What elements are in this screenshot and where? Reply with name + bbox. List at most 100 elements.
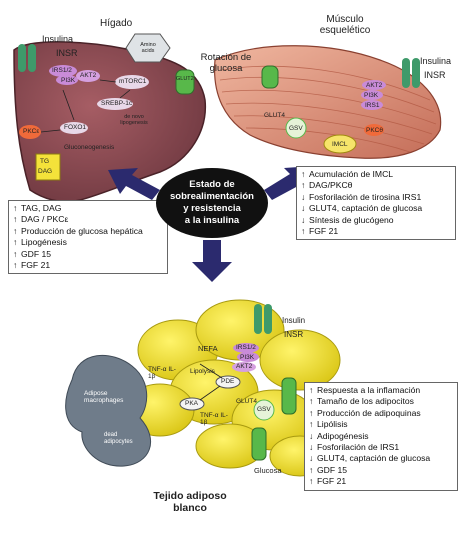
liver-srebp-label: SREBP-1c <box>101 100 133 107</box>
arrow-up-icon: ↑ <box>301 180 306 191</box>
center-line-2: sobrealimentación <box>170 191 254 202</box>
liver-akt-label: AKT2 <box>80 72 97 79</box>
adipose-effect-text: Lipólisis <box>317 419 348 430</box>
adipose-nefa-label: NEFA <box>198 344 218 353</box>
liver-tg-label: TG <box>40 158 50 165</box>
liver-effects-list: ↑TAG, DAG↑DAG / PKCε↑Producción de gluco… <box>13 203 163 271</box>
liver-effect-item: ↑Producción de glucosa hepática <box>13 226 163 237</box>
arrow-down-icon: ↓ <box>301 203 306 214</box>
adipose-effect-text: Producción de adipoquinas <box>317 407 421 418</box>
muscle-irs-node <box>361 100 383 110</box>
adipose-macrophages-label: Adipose macrophages <box>84 390 124 404</box>
liver-effect-text: DAG / PKCε <box>21 214 69 225</box>
liver-pi3k-node <box>56 75 78 85</box>
muscle-imcl-label: IMCL <box>332 141 348 148</box>
adipose-pi3k-node <box>237 352 259 362</box>
arrow-up-icon: ↑ <box>301 226 306 237</box>
arrow-to-adipose <box>192 240 232 282</box>
liver-title: Hígado <box>100 18 133 29</box>
adipose-effect-item: ↑FGF 21 <box>309 476 453 487</box>
adipose-pka-label: PKA <box>185 400 199 407</box>
liver-effect-text: TAG, DAG <box>21 203 62 213</box>
muscle-effect-text: Síntesis de glucógeno <box>309 214 394 225</box>
arrow-down-icon: ↓ <box>309 430 314 441</box>
liver-mtorc1-label: mTORC1 <box>119 78 147 85</box>
muscle-insulina-label: Insulina <box>420 56 452 66</box>
liver-effect-text: GDF 15 <box>21 248 52 259</box>
center-line-3: y resistencia <box>183 203 241 214</box>
adipose-akt-label: AKT2 <box>236 363 253 370</box>
adipose-gsv-vesicle <box>253 399 275 421</box>
adipose-glut4-label: GLUT4 <box>236 398 257 405</box>
muscle-effect-item: ↑DAG/PKCθ <box>301 180 451 191</box>
adipose-dead-label: dead adipocytes <box>104 432 133 445</box>
adipose-effect-item: ↑Lipólisis <box>309 419 453 430</box>
adipose-effect-item: ↑Producción de adipoquinas <box>309 408 453 419</box>
arrow-up-icon: ↑ <box>309 476 314 487</box>
adipose-title-line-2: blanco <box>173 502 207 514</box>
adipose-glut4-channel-1 <box>281 377 297 415</box>
arrow-up-icon: ↑ <box>13 237 18 248</box>
muscle-effect-item: ↓Síntesis de glucógeno <box>301 215 451 226</box>
muscle-insr-label: INSR <box>424 70 446 80</box>
muscle-glut4-channel <box>261 65 279 89</box>
muscle-effect-item: ↓GLUT4, captación de glucosa <box>301 203 451 214</box>
adipose-glut4-channel-2 <box>251 427 267 461</box>
muscle-title: Músculo esquelético <box>319 14 371 36</box>
muscle-imcl-droplet <box>323 134 357 154</box>
arrow-down-icon: ↓ <box>301 191 306 202</box>
arrow-up-icon: ↑ <box>13 214 18 225</box>
adipose-effect-text: FGF 21 <box>317 476 347 487</box>
adipose-effects-list: ↑Respuesta a la inflamación↑Tamaño de lo… <box>309 385 453 488</box>
adipose-pde-label: PDE <box>221 378 235 385</box>
arrow-up-icon: ↑ <box>301 169 306 179</box>
liver-tg-dag-box <box>35 153 61 181</box>
adipose-effect-item: ↑GDF 15 <box>309 465 453 476</box>
muscle-effects-box: ↑Acumulación de IMCL↑DAG/PKCθ↓Fosforilac… <box>296 166 456 241</box>
arrow-up-icon: ↑ <box>309 385 314 395</box>
liver-effect-text: FGF 21 <box>21 260 51 271</box>
muscle-effects-list: ↑Acumulación de IMCL↑DAG/PKCθ↓Fosforilac… <box>301 169 451 237</box>
arrow-up-icon: ↑ <box>309 464 314 475</box>
liver-irs-label: IRS1/2 <box>52 67 72 74</box>
adipose-lipolysis-label: Lipolysis <box>190 368 215 375</box>
liver-effect-item: ↑TAG, DAG <box>13 203 163 214</box>
liver-effect-text: Lipogénesis <box>21 237 67 248</box>
adipose-title-line-1: Tejido adiposo <box>153 490 227 502</box>
macrophage-shape <box>65 354 151 467</box>
muscle-pkc-node <box>364 124 384 136</box>
muscle-insr-receptor <box>402 58 410 88</box>
liver-irs-node <box>49 65 77 77</box>
adipose-effect-text: Tamaño de los adipocitos <box>317 396 414 407</box>
liver-insulina-label: Insulina <box>42 34 74 44</box>
muscle-effect-text: DAG/PKCθ <box>309 180 353 191</box>
liver-effects-box: ↑TAG, DAG↑DAG / PKCε↑Producción de gluco… <box>8 200 168 275</box>
liver-foxo-label: FOXO1 <box>64 124 87 131</box>
muscle-effect-text: Fosforilación de tirosina IRS1 <box>309 191 422 202</box>
center-state-oval: Estado de sobrealimentación y resistenci… <box>156 168 268 238</box>
adipose-pka-node <box>179 397 205 411</box>
arrow-up-icon: ↑ <box>13 248 18 259</box>
liver-amino-hex <box>125 33 171 63</box>
liver-novo-label: de novo lipogenesis <box>120 114 148 126</box>
adipose-irs-node <box>233 343 259 353</box>
center-line-4: a la insulina <box>184 215 240 226</box>
liver-dag-label: DAG <box>38 168 53 175</box>
adipose-akt-node <box>232 362 256 372</box>
muscle-pi3k-label: PI3K <box>364 92 379 99</box>
liver-amino-label: Amino acids <box>140 42 156 54</box>
muscle-pkc-label: PKCθ <box>366 127 383 134</box>
liver-glut2-label: GLUT2 <box>176 76 194 82</box>
adipose-effect-text: GDF 15 <box>317 464 348 475</box>
arrow-up-icon: ↑ <box>309 407 314 418</box>
arrow-up-icon: ↑ <box>13 203 18 213</box>
muscle-akt-node <box>362 80 386 90</box>
muscle-effect-item: ↓Fosforilación de tirosina IRS1 <box>301 192 451 203</box>
adipose-effects-box: ↑Respuesta a la inflamación↑Tamaño de lo… <box>304 382 458 491</box>
liver-pi3k-label: PI3K <box>61 77 76 84</box>
arrow-up-icon: ↑ <box>309 419 314 430</box>
adipose-tnf-label-1: TNF-α IL-1β <box>148 366 176 380</box>
adipose-insr-receptor <box>254 304 262 334</box>
adipose-effect-item: ↑Respuesta a la inflamación <box>309 385 453 396</box>
